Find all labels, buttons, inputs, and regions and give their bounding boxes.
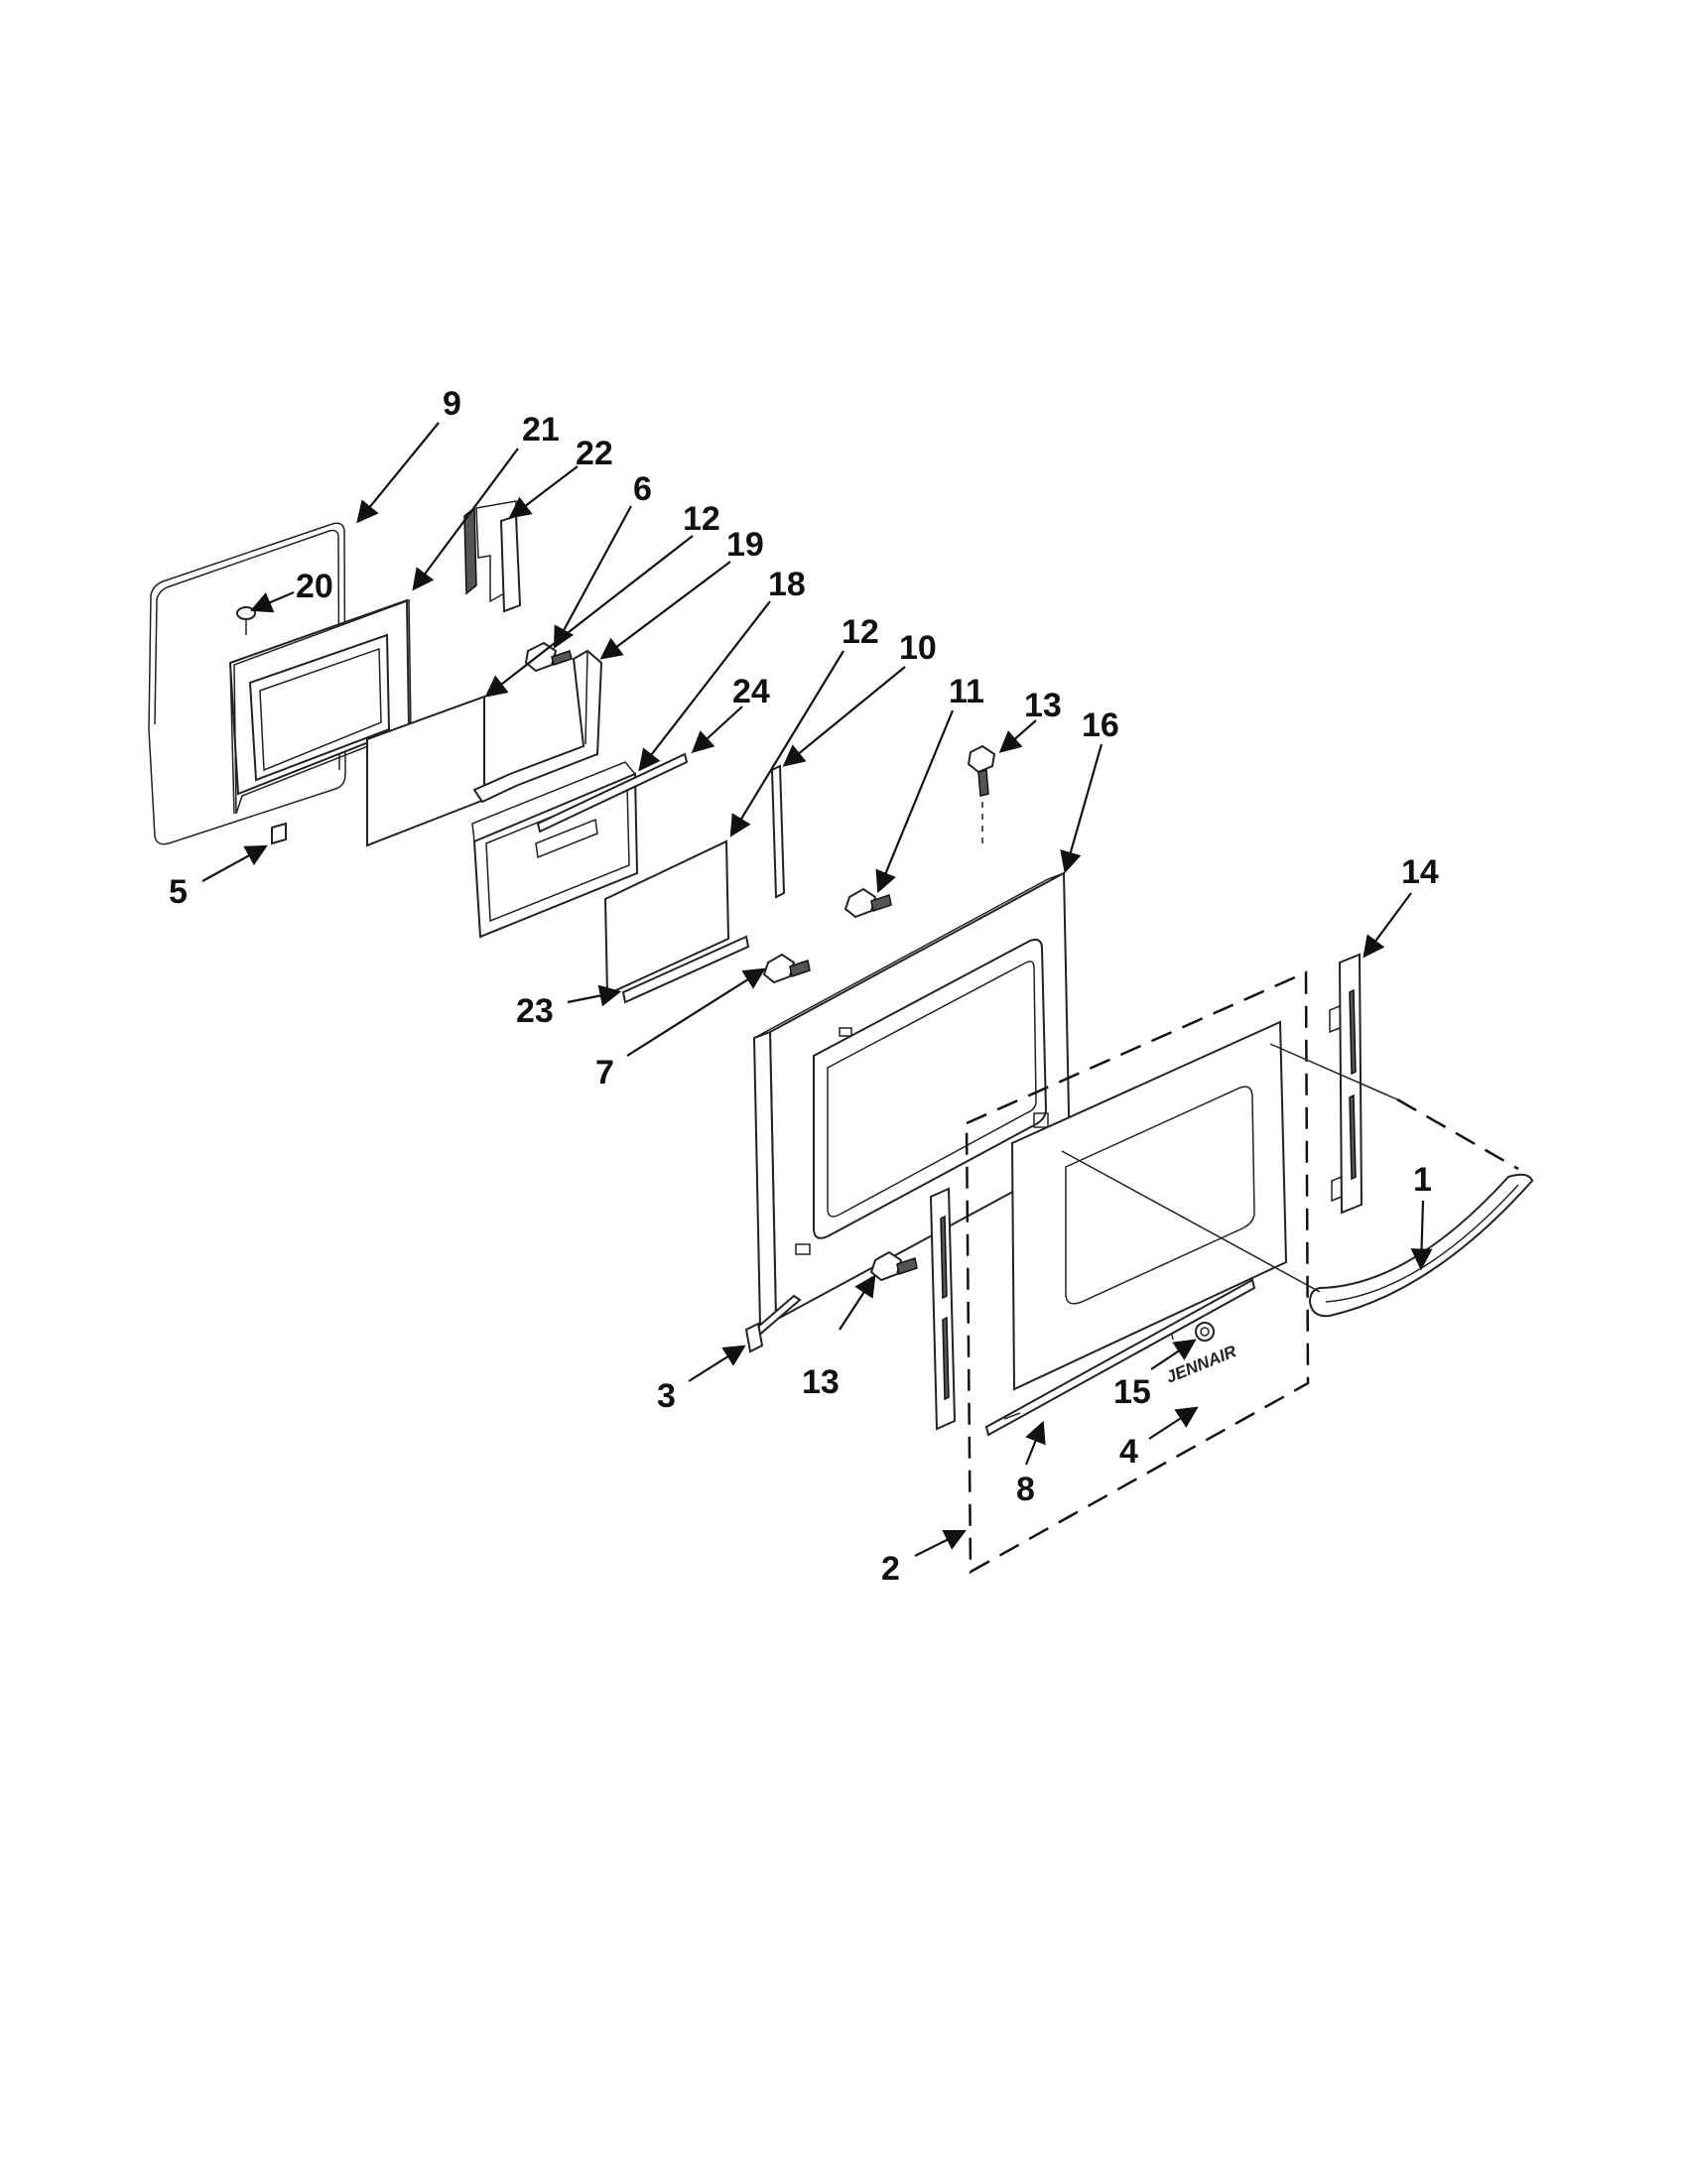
callout-2: 2: [881, 1550, 900, 1588]
callout-12-lower: 12: [842, 613, 879, 651]
brand-logo-text: JENNAIR: [1163, 1342, 1239, 1387]
callout-13-lower: 13: [802, 1363, 840, 1401]
part-7-screw: [762, 953, 811, 984]
callout-7: 7: [595, 1054, 614, 1092]
callout-18: 18: [768, 566, 806, 603]
callout-16: 16: [1082, 707, 1119, 744]
part-side-trim-left: [929, 1187, 957, 1431]
callout-11: 11: [949, 673, 984, 710]
alignment-lines: [1061, 1043, 1519, 1293]
part-5-clip: [271, 822, 287, 845]
part-8-bottom-trim: [984, 1278, 1256, 1437]
callout-3: 3: [657, 1377, 676, 1415]
part-15-plug: [1195, 1322, 1215, 1342]
callout-19: 19: [726, 526, 764, 564]
part-4-brand-badge: JENNAIR: [1163, 1342, 1239, 1387]
part-11-screw: [844, 887, 892, 919]
part-3-bracket: [744, 1294, 802, 1353]
part-2-glass-door-assembly: [965, 970, 1310, 1575]
part-19-spacer: [472, 649, 603, 804]
callout-6: 6: [633, 470, 652, 508]
callout-labels: 9 21 22 6 12 19 18 20 12 10 11 24 13 16 …: [169, 385, 1439, 1588]
callout-9: 9: [443, 385, 461, 423]
callout-12-upper: 12: [683, 500, 720, 538]
callout-5: 5: [169, 873, 188, 911]
leader-arrows: [201, 422, 1433, 1557]
part-6-screw: [524, 641, 573, 673]
part-12-glass-panel-lower: [603, 839, 730, 996]
callout-21: 21: [522, 411, 560, 449]
part-23-strip: [621, 935, 750, 1004]
part-14-side-trim-right: [1329, 953, 1363, 1215]
callout-13-upper: 13: [1024, 687, 1062, 724]
callout-24: 24: [732, 673, 770, 710]
callout-23: 23: [516, 992, 554, 1030]
part-13-screw-lower: [869, 1250, 918, 1282]
callout-10: 10: [899, 629, 937, 667]
callout-14: 14: [1401, 853, 1439, 891]
part-16-outer-door-panel: [752, 871, 1072, 1328]
part-20-screw: [236, 606, 256, 635]
part-21-inner-door-frame: [228, 598, 412, 815]
callout-20: 20: [296, 568, 333, 605]
callout-15: 15: [1113, 1373, 1151, 1411]
part-24-strip: [536, 752, 689, 834]
part-18-middle-frame: [471, 761, 639, 939]
callout-8: 8: [1016, 1471, 1035, 1508]
part-13-screw-upper: [967, 744, 996, 843]
callout-22: 22: [576, 435, 613, 472]
part-22-hinge: [463, 500, 522, 613]
callout-4: 4: [1119, 1433, 1138, 1471]
callout-1: 1: [1413, 1161, 1432, 1199]
part-10-strip: [770, 764, 786, 899]
